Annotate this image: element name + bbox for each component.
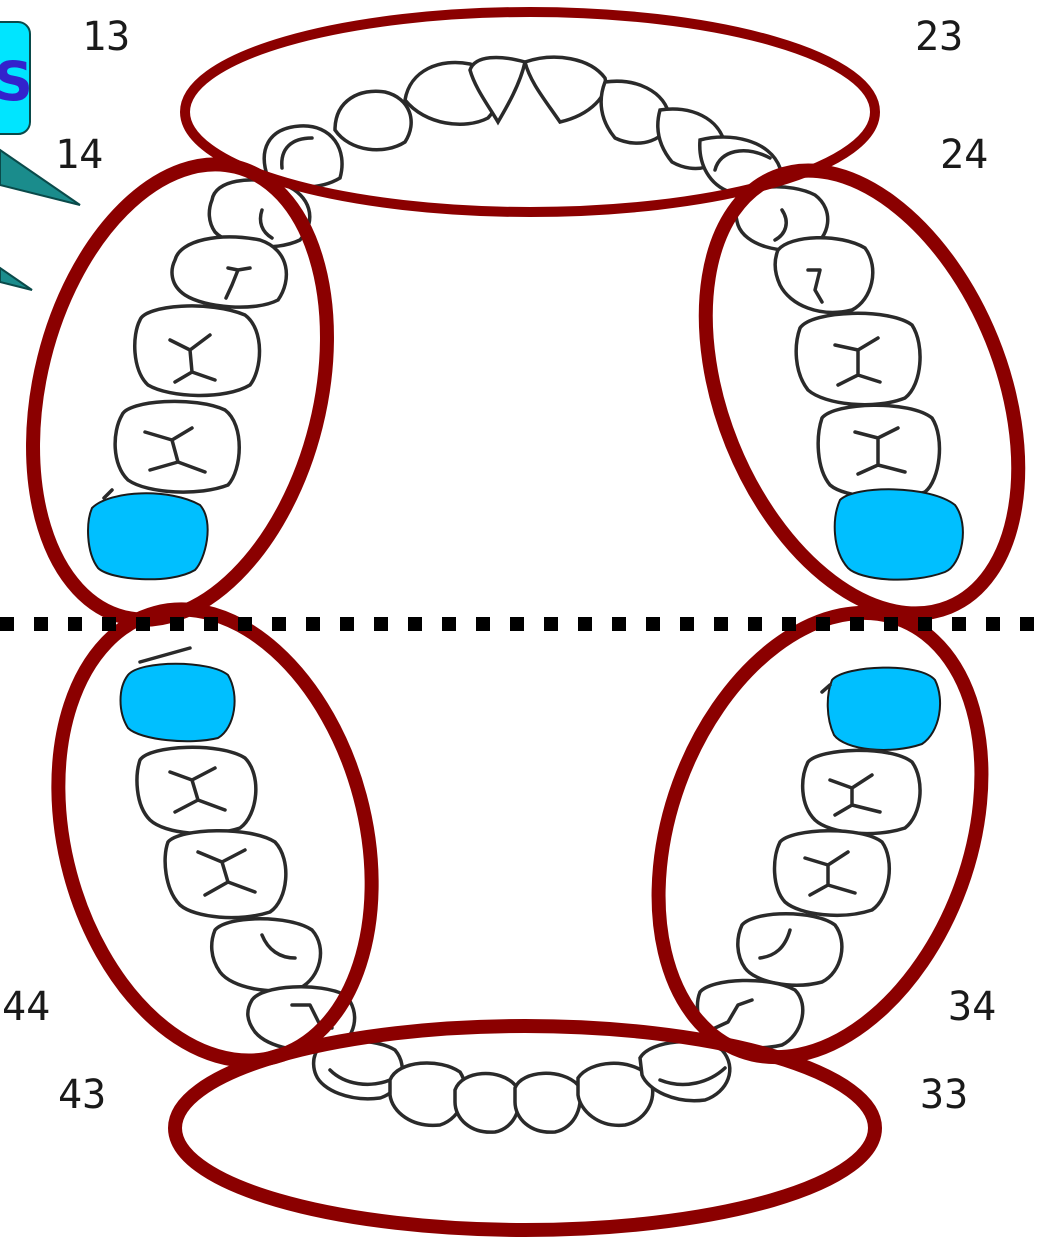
tooth-groove [328, 1068, 392, 1087]
tooth [209, 917, 323, 993]
tooth-groove [833, 336, 882, 387]
label-33: 33 [920, 1072, 968, 1118]
lower-arch [119, 646, 942, 1134]
lower-right-posterior-teeth [119, 646, 357, 1053]
tooth-groove [196, 848, 257, 897]
lower-right-last-molar [119, 662, 236, 743]
tooth-groove [258, 208, 274, 240]
tooth [513, 1071, 582, 1134]
tooth-groove [806, 268, 824, 304]
tooth-groove [260, 933, 297, 960]
callout-pointer-lower [0, 266, 33, 291]
tooth-groove [713, 149, 772, 172]
callout: S [0, 21, 81, 291]
label-43: 43 [58, 1072, 106, 1118]
lower-left-last-molar [826, 666, 942, 751]
tooth-groove [658, 1066, 727, 1087]
tooth-groove [224, 266, 252, 300]
tooth-groove [803, 850, 857, 897]
tooth-groove [773, 208, 788, 242]
tooth-groove [820, 683, 832, 694]
tooth-groove [102, 488, 114, 500]
tooth-groove [168, 333, 217, 384]
upper-anterior-teeth [262, 55, 783, 196]
tooth [113, 399, 241, 494]
tooth [773, 236, 875, 315]
tooth [333, 89, 413, 152]
callout-pointer-upper [0, 148, 81, 206]
label-23: 23 [915, 14, 963, 60]
tooth-groove [828, 773, 882, 817]
upper-left-last-molar [833, 488, 964, 581]
lower-anterior-teeth [311, 1039, 732, 1134]
tooth [170, 235, 289, 309]
tooth-groove [713, 998, 754, 1030]
tooth [800, 748, 922, 836]
callout-box [0, 21, 31, 135]
sextant-outlines [26, 7, 1026, 1237]
tooth-groove [853, 426, 907, 476]
tooth-groove [168, 766, 227, 814]
upper-right-posterior-teeth [87, 178, 312, 581]
tooth-groove [138, 646, 192, 664]
sextant-lower-anterior [168, 1019, 882, 1237]
callout-text: S [0, 50, 33, 113]
lower-left-posterior-teeth [695, 666, 942, 1050]
label-34: 34 [948, 984, 996, 1030]
sextant-upper-left [698, 163, 1026, 621]
tooth-groove [143, 426, 207, 474]
label-24: 24 [940, 132, 988, 178]
upper-arch [87, 55, 964, 581]
label-14: 14 [55, 132, 103, 178]
tooth-groove [758, 928, 792, 960]
tooth-groove [280, 136, 314, 170]
tooth [736, 912, 844, 987]
tooth [772, 829, 892, 917]
upper-right-last-molar [87, 492, 209, 581]
label-13: 13 [82, 14, 130, 60]
tooth-labels: 13 23 14 24 44 34 43 33 [2, 14, 996, 1118]
sextant-upper-right [26, 157, 334, 627]
tooth [576, 1061, 655, 1128]
sextant-upper-anterior [180, 7, 880, 217]
tooth [133, 304, 262, 398]
tooth [453, 1071, 521, 1134]
tooth [468, 55, 528, 126]
label-44: 44 [2, 984, 50, 1030]
upper-left-posterior-teeth [734, 185, 964, 581]
tooth [522, 55, 608, 124]
